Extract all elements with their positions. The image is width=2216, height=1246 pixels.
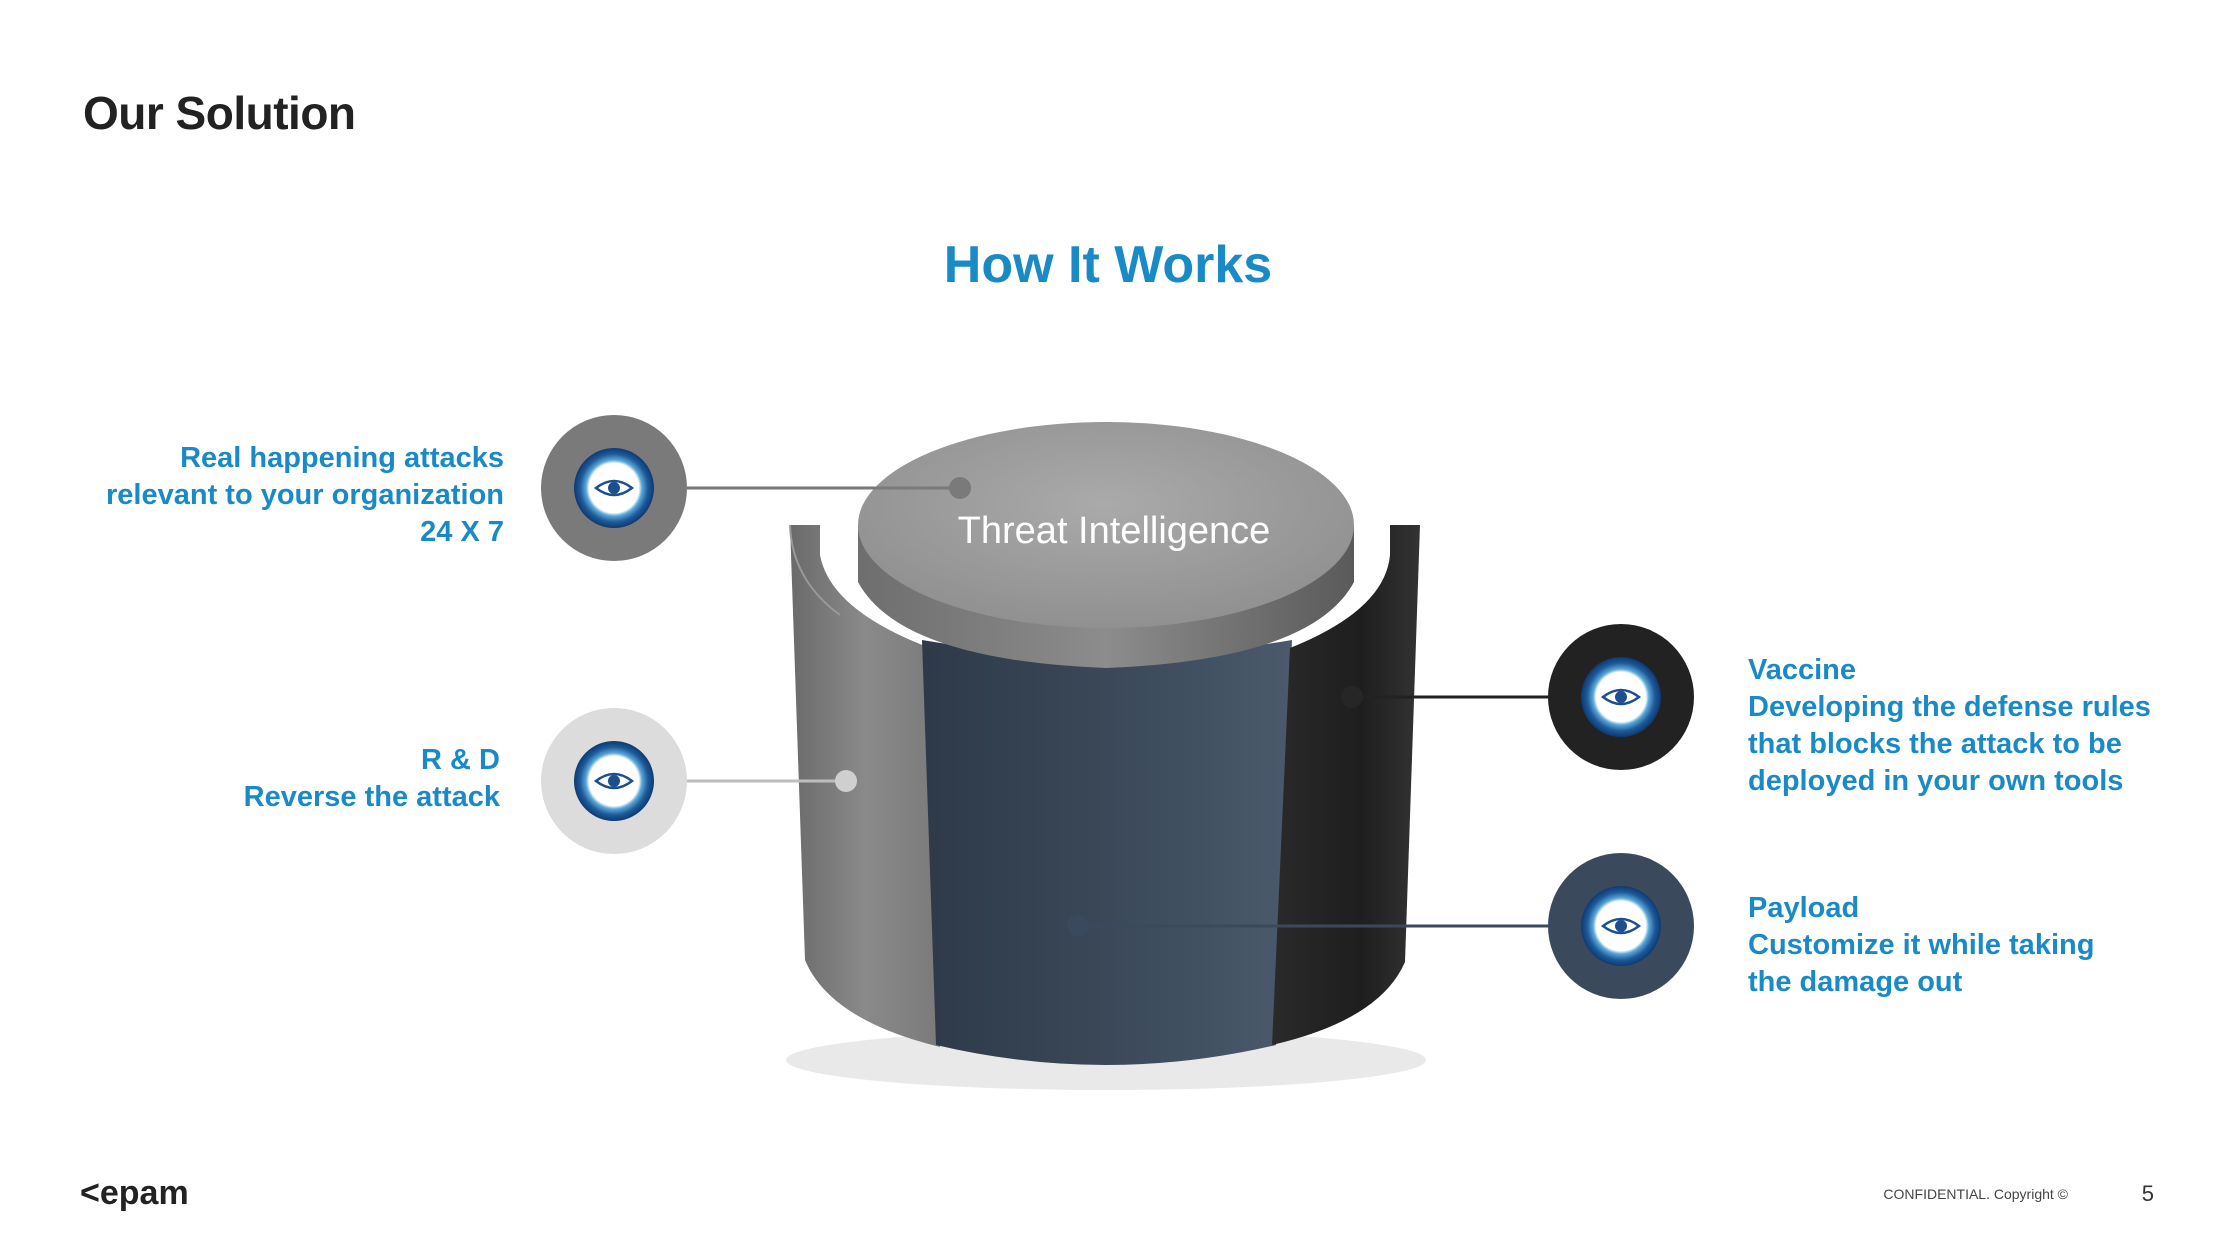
label-rd-line: R & D	[421, 744, 500, 776]
label-vaccine-line: Developing the defense rules	[1748, 691, 2151, 723]
inner-cylinder-top	[858, 422, 1354, 628]
label-intel-line: relevant to your organization	[106, 479, 504, 511]
icon-badge-payload	[1548, 853, 1694, 999]
label-payload-line: the damage out	[1748, 966, 1963, 998]
confidential-notice: CONFIDENTIAL. Copyright ©	[1883, 1186, 2068, 1202]
icon-badge-rd	[541, 708, 687, 854]
shell-left-segment	[790, 525, 940, 1047]
label-rd-line: Reverse the attack	[243, 781, 500, 813]
connector-dot-rd	[835, 770, 857, 792]
label-vaccine-line: deployed in your own tools	[1748, 765, 2124, 797]
eye-icon	[593, 772, 635, 790]
label-intel-line: 24 X 7	[420, 516, 504, 548]
connector-lines	[686, 486, 1548, 928]
diagram-heading: How It Works	[943, 236, 1273, 294]
label-intel: Real happening attacks relevant to your …	[106, 440, 504, 551]
icon-badge-vaccine	[1548, 624, 1694, 770]
eye-icon	[593, 479, 635, 497]
label-vaccine: Vaccine Developing the defense rules tha…	[1748, 652, 2151, 800]
page-title: Our Solution	[83, 87, 356, 139]
epam-logo: <epam>	[80, 1172, 209, 1221]
label-intel-line: Real happening attacks	[180, 442, 504, 474]
page-number: 5	[2141, 1181, 2154, 1206]
svg-text:<epam>: <epam>	[80, 1174, 190, 1212]
eye-icon	[1600, 688, 1642, 706]
shell-right-segment	[1272, 525, 1420, 1045]
label-payload: Payload Customize it while taking the da…	[1748, 890, 2094, 1001]
center-label: Threat Intelligence	[958, 510, 1271, 552]
eye-icon	[1600, 917, 1642, 935]
label-payload-line: Payload	[1748, 892, 1860, 924]
connector-dot-intel	[949, 477, 971, 499]
label-vaccine-line: that blocks the attack to be	[1748, 728, 2122, 760]
shell-middle-segment	[922, 640, 1292, 1065]
icon-badge-intel	[541, 415, 687, 561]
label-rd: R & D Reverse the attack	[244, 742, 500, 816]
connector-dot-payload	[1067, 915, 1089, 937]
connector-dot-vaccine	[1341, 686, 1363, 708]
label-payload-line: Customize it while taking	[1748, 929, 2095, 961]
label-vaccine-line: Vaccine	[1748, 654, 1857, 686]
